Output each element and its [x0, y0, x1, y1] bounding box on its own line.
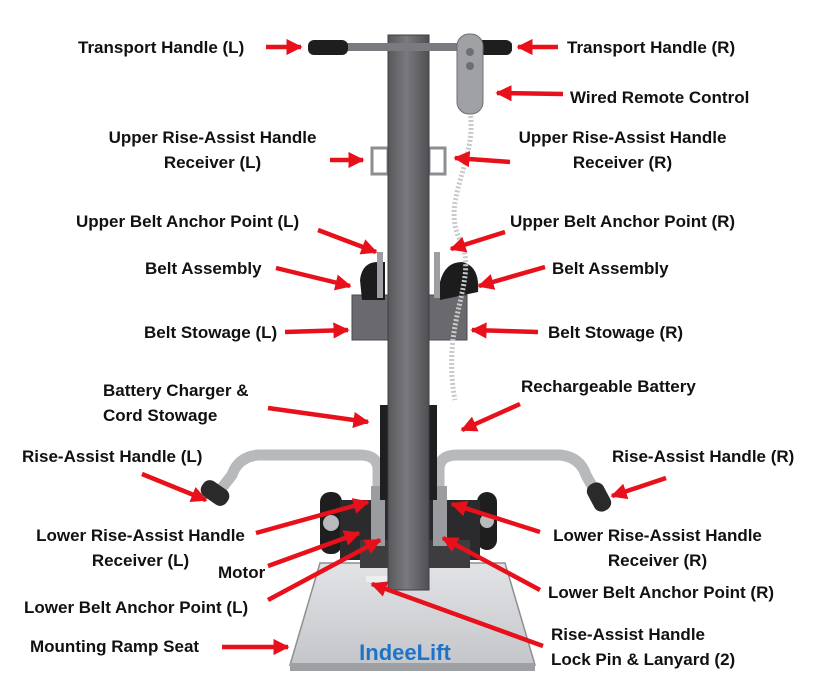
label-lock-pin-line1: Rise-Assist Handle — [551, 625, 705, 644]
label-motor: Motor — [218, 563, 266, 582]
label-wired-remote-control: Wired Remote Control — [570, 88, 750, 107]
label-lower-receiver-l-line1: Lower Rise-Assist Handle — [36, 526, 245, 545]
label-belt-stowage-r: Belt Stowage (R) — [548, 323, 684, 342]
arrow-upper-anchor-r — [449, 229, 506, 253]
label-lower-anchor-l: Lower Belt Anchor Point (L) — [24, 598, 249, 617]
arrow-belt-stowage-r — [470, 322, 539, 339]
mounting-ramp-seat: IndeeLift — [288, 562, 537, 671]
label-upper-receiver-l: Upper Rise-Assist Handle Receiver (L) — [95, 125, 330, 175]
label-transport-handle-r: Transport Handle (R) — [567, 38, 736, 57]
label-upper-receiver-r-line2: Receiver (R) — [572, 153, 673, 172]
label-transport-handle-l: Transport Handle (L) — [78, 38, 245, 57]
label-rise-handle-l: Rise-Assist Handle (L) — [22, 447, 203, 466]
arrow-belt-assembly-l — [275, 265, 352, 291]
arrow-wired-remote — [495, 85, 564, 102]
label-mounting-ramp-seat: Mounting Ramp Seat — [30, 637, 200, 656]
label-lower-receiver-l-line2: Receiver (L) — [91, 551, 190, 570]
main-column — [387, 34, 430, 591]
label-upper-anchor-l: Upper Belt Anchor Point (L) — [76, 212, 300, 231]
arrow-rise-handle-l — [141, 471, 208, 503]
label-upper-receiver-r: Upper Rise-Assist Handle Receiver (R) — [505, 125, 740, 175]
arrow-rise-handle-r — [610, 475, 667, 500]
arrow-lower-receiver-l — [255, 498, 370, 536]
belt-assemblies — [360, 252, 479, 300]
arrow-upper-anchor-l — [317, 227, 378, 255]
label-lower-receiver-l: Lower Rise-Assist Handle Receiver (L) — [28, 523, 253, 573]
label-belt-stowage-l: Belt Stowage (L) — [144, 323, 278, 342]
label-rise-handle-r: Rise-Assist Handle (R) — [612, 447, 795, 466]
label-lock-pin-line2: Lock Pin & Lanyard (2) — [551, 650, 736, 669]
arrow-battery-charger — [267, 405, 370, 429]
label-upper-receiver-l-line2: Receiver (L) — [163, 153, 262, 172]
callout-arrows — [141, 38, 667, 656]
label-lower-receiver-r: Lower Rise-Assist Handle Receiver (R) — [545, 523, 770, 573]
arrow-lock-pin — [370, 581, 544, 649]
label-upper-receiver-l-line1: Upper Rise-Assist Handle — [108, 128, 317, 147]
arrow-belt-stowage-l — [284, 322, 350, 339]
arrow-rechargeable-battery — [460, 401, 521, 433]
label-battery-charger-line1: Battery Charger & — [103, 381, 249, 400]
arrow-lower-receiver-r — [450, 500, 541, 535]
label-rechargeable-battery: Rechargeable Battery — [521, 377, 696, 396]
rise-assist-handles — [200, 449, 612, 546]
label-upper-anchor-r: Upper Belt Anchor Point (R) — [510, 212, 736, 231]
label-belt-assembly-r: Belt Assembly — [552, 259, 669, 278]
arrow-motor — [267, 530, 361, 569]
brand-logo: IndeeLift — [359, 640, 451, 665]
arrow-lower-anchor-l — [266, 538, 382, 602]
label-lower-anchor-r: Lower Belt Anchor Point (R) — [548, 583, 775, 602]
label-lock-pin: Rise-Assist Handle Lock Pin & Lanyard (2… — [551, 622, 735, 672]
wheels — [320, 492, 497, 554]
label-battery-charger-line2: Cord Stowage — [103, 406, 218, 425]
label-lower-receiver-r-line1: Lower Rise-Assist Handle — [553, 526, 762, 545]
wired-remote-control — [449, 33, 484, 401]
arrow-lower-anchor-r — [441, 536, 542, 592]
label-lower-receiver-r-line2: Receiver (R) — [607, 551, 708, 570]
label-belt-assembly-l: Belt Assembly — [145, 259, 262, 278]
arrow-belt-assembly-r — [477, 264, 546, 290]
arrow-upper-receiver-r — [453, 150, 511, 168]
label-upper-receiver-r-line1: Upper Rise-Assist Handle — [518, 128, 727, 147]
label-battery-charger: Battery Charger & Cord Stowage — [103, 378, 249, 428]
